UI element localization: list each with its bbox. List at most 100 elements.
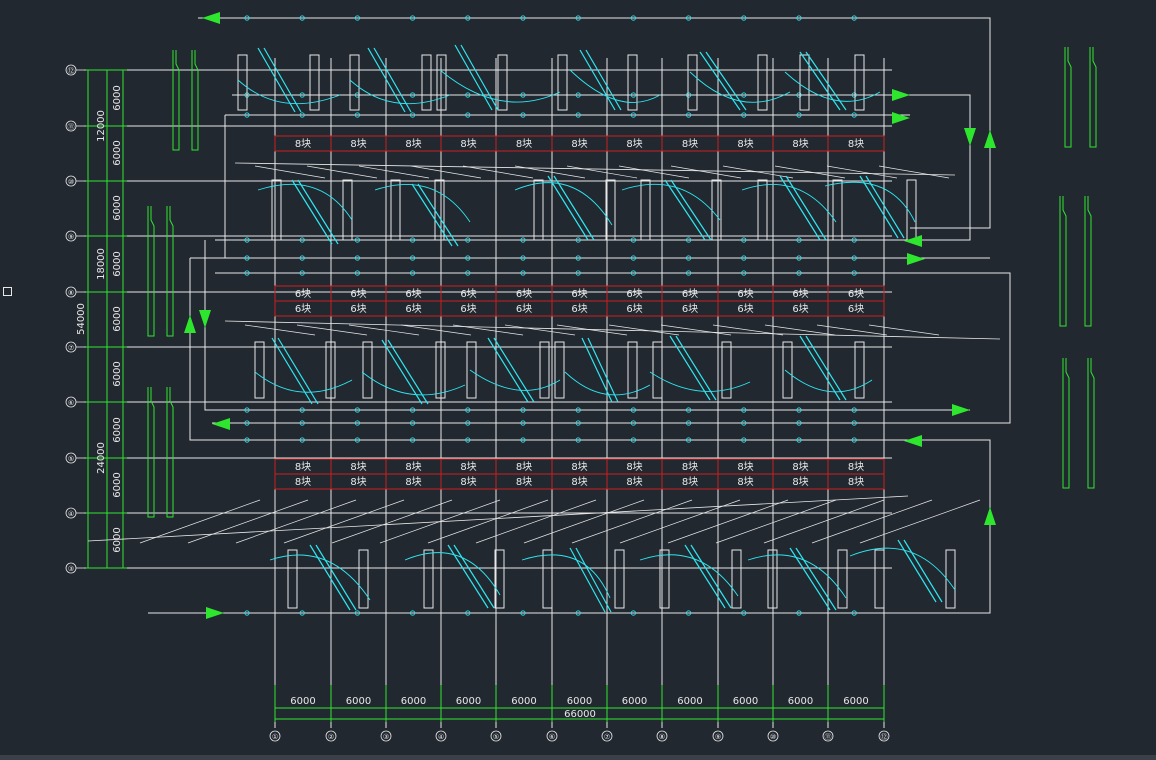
route-marker <box>796 420 802 426</box>
hatch-line <box>514 165 586 179</box>
block-count-label: 6块 <box>516 303 532 315</box>
route-marker <box>299 15 305 21</box>
block-count-label: 6块 <box>405 288 421 300</box>
crane-boom <box>315 544 357 611</box>
block-count-label: 6块 <box>405 303 421 315</box>
hatch-line <box>139 499 261 544</box>
crane-swing-arc <box>404 552 501 596</box>
crane-swing-arc <box>514 182 613 226</box>
hatch-line <box>859 499 981 544</box>
route-marker <box>851 610 857 616</box>
crane-swing-arc <box>784 369 873 393</box>
route-marker <box>796 15 802 21</box>
crane-body <box>854 341 865 399</box>
hatch-line <box>826 165 898 179</box>
block-count-label: 8块 <box>848 138 864 150</box>
column-axis-bubble <box>822 730 834 742</box>
route-marker <box>409 237 416 243</box>
block-count-label: 6块 <box>295 303 311 315</box>
crane-boom <box>865 175 905 239</box>
hatch-line <box>816 324 888 336</box>
column-spacing-label: 6000 <box>401 696 426 707</box>
route-marker <box>299 112 305 118</box>
crane-body <box>799 54 810 111</box>
row-axis-label: ③ <box>68 565 74 573</box>
route-marker <box>630 420 637 426</box>
direction-arrow-icon <box>184 315 196 333</box>
crane-body <box>362 341 373 399</box>
crane-body <box>605 179 616 241</box>
crane-body <box>832 179 843 241</box>
crane-body <box>466 341 477 399</box>
crane-swing-arc <box>639 554 739 597</box>
column-axis-label: ② <box>328 733 334 741</box>
crane-body <box>757 179 768 241</box>
group-dimension-label: 24000 <box>96 442 107 474</box>
crane-swing-arc <box>649 371 751 392</box>
route-marker <box>851 437 857 443</box>
route-marker <box>520 255 526 261</box>
hatch-line <box>504 324 576 336</box>
column-spacing-label: 6000 <box>843 696 868 707</box>
crane-body <box>287 549 298 609</box>
hatch-line <box>868 324 940 336</box>
direction-arrow-icon <box>964 128 976 146</box>
elevation-profile <box>166 206 174 337</box>
crane-body <box>533 179 544 241</box>
hatch-line <box>87 495 909 542</box>
route-marker <box>741 237 747 243</box>
block-count-label: 8块 <box>848 461 864 473</box>
crane-boom <box>897 539 937 603</box>
crane-boom <box>367 47 406 113</box>
crane-boom <box>675 335 717 401</box>
column-axis-bubble <box>656 730 668 742</box>
block-cell <box>827 135 885 152</box>
column-spacing-label: 6000 <box>677 696 702 707</box>
crane-boom <box>785 175 827 241</box>
route-marker <box>244 237 250 243</box>
route-marker <box>354 407 360 413</box>
column-axis-bubble <box>325 730 337 742</box>
route-marker <box>244 112 250 118</box>
column-spacing-label: 6000 <box>346 696 371 707</box>
row-spacing-label: 6000 <box>112 85 123 110</box>
hatch-line <box>774 165 846 179</box>
hatch-line <box>348 324 420 336</box>
crane-swing-arc <box>374 183 471 223</box>
crane-boom <box>805 51 847 111</box>
crane-boom <box>257 47 296 113</box>
group-dimension-label: 18000 <box>96 248 107 280</box>
crane-swing-arc <box>564 371 651 396</box>
block-count-label: 6块 <box>571 303 587 315</box>
elevation-profiles <box>147 47 1097 518</box>
route-marker <box>630 407 637 413</box>
route-marker <box>465 112 471 118</box>
crane-swing-arc <box>349 79 451 105</box>
elevation-profile <box>166 387 174 518</box>
column-axis-bubble <box>546 730 558 742</box>
hatch-line <box>660 324 732 336</box>
block-count-label: 6块 <box>682 303 698 315</box>
hatch-line <box>712 324 784 336</box>
hatch-line <box>811 499 933 544</box>
block-count-label: 6块 <box>848 288 864 300</box>
direction-arrow-icon <box>206 607 224 619</box>
block-count-label: 6块 <box>460 288 476 300</box>
hatch-line <box>235 499 357 544</box>
route-marker <box>685 407 692 413</box>
block-count-label: 6块 <box>460 303 476 315</box>
route-marker <box>354 92 360 98</box>
block-count-label: 8块 <box>295 461 311 473</box>
block-count-label: 8块 <box>516 461 532 473</box>
route-marker <box>575 255 581 261</box>
row-axis-label: ⑫ <box>68 67 75 75</box>
route-marker <box>520 270 526 276</box>
block-count-label: 6块 <box>737 303 753 315</box>
block-count-label: 8块 <box>350 476 366 488</box>
elevation-profile <box>1064 47 1072 148</box>
column-spacing-label: 6000 <box>290 696 315 707</box>
block-count-label: 8块 <box>516 138 532 150</box>
row-axis-label: ④ <box>68 510 74 518</box>
route-marker <box>299 270 305 276</box>
row-axis-label: ⑥ <box>68 399 74 407</box>
